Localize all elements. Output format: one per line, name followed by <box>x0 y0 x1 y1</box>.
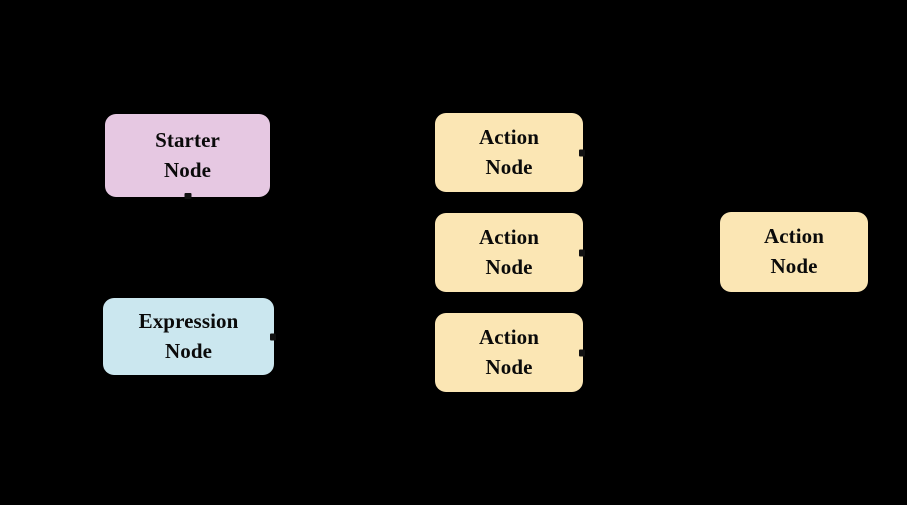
node-starter[interactable]: Starter Node <box>105 114 270 199</box>
node-action-4-label-line1: Action <box>763 224 825 249</box>
node-action-3-label-line2: Node <box>485 354 533 379</box>
node-action-1[interactable]: Action Node <box>435 113 585 192</box>
node-action-1-label-line2: Node <box>485 154 533 179</box>
node-expression-label-line1: Expression <box>138 308 239 333</box>
node-expression[interactable]: Expression Node <box>103 298 276 375</box>
node-action-2-label-line1: Action <box>478 224 540 249</box>
node-action-2-label-line2: Node <box>485 254 533 279</box>
node-action-1-label-line1: Action <box>478 124 540 149</box>
node-action-4-label-line2: Node <box>770 254 818 278</box>
node-action-2[interactable]: Action Node <box>435 213 585 292</box>
node-expression-port-right[interactable] <box>270 333 276 340</box>
node-starter-label-line1: Starter <box>155 127 220 152</box>
node-action-1-port-right[interactable] <box>579 149 585 156</box>
node-action-3[interactable]: Action Node <box>435 313 585 392</box>
node-action-3-label-line1: Action <box>478 324 540 349</box>
node-action-2-port-right[interactable] <box>579 249 585 256</box>
node-action-4[interactable]: Action Node <box>720 212 868 292</box>
node-action-3-port-right[interactable] <box>579 349 585 356</box>
node-expression-label-line2: Node <box>164 338 213 363</box>
node-starter-port-bottom[interactable] <box>184 193 191 199</box>
node-starter-label-line2: Node <box>163 157 212 182</box>
